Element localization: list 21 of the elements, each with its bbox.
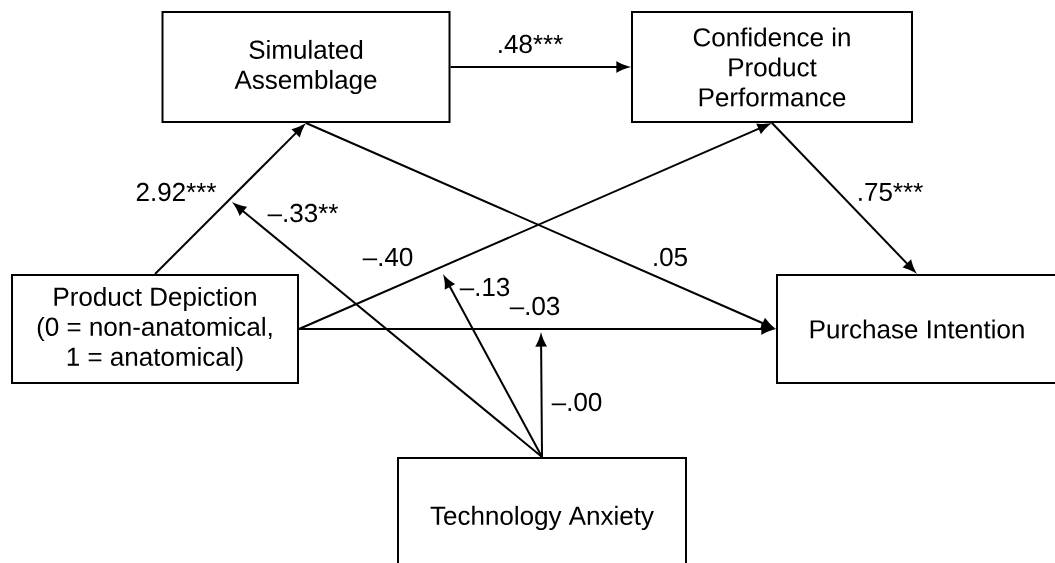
arrow [298,323,774,335]
arrow [535,334,547,458]
arrow [233,203,543,458]
box: Simulated Assemblage [161,11,451,123]
edge-label: 2.92*** [134,181,218,203]
edge-label: .05 [650,246,690,268]
arrow [771,122,916,273]
edge-label: –.13 [458,276,512,298]
arrow [443,276,543,458]
box: Technology Anxiety [397,457,687,563]
box: Purchase Intention [776,274,1055,384]
edge-label: –.03 [508,295,562,317]
arrow [154,124,305,275]
edge-label: –.00 [550,391,604,413]
arrow [449,61,629,73]
edge-label: –.40 [361,246,415,268]
edge-label: –.33** [266,202,340,224]
edge-label: .48*** [495,33,565,55]
box: Product Depiction (0 = non-anatomical, 1 = anatomical) [11,274,299,384]
edge-label: .75*** [855,181,925,203]
box: Confidence in Product Performance [631,11,913,123]
